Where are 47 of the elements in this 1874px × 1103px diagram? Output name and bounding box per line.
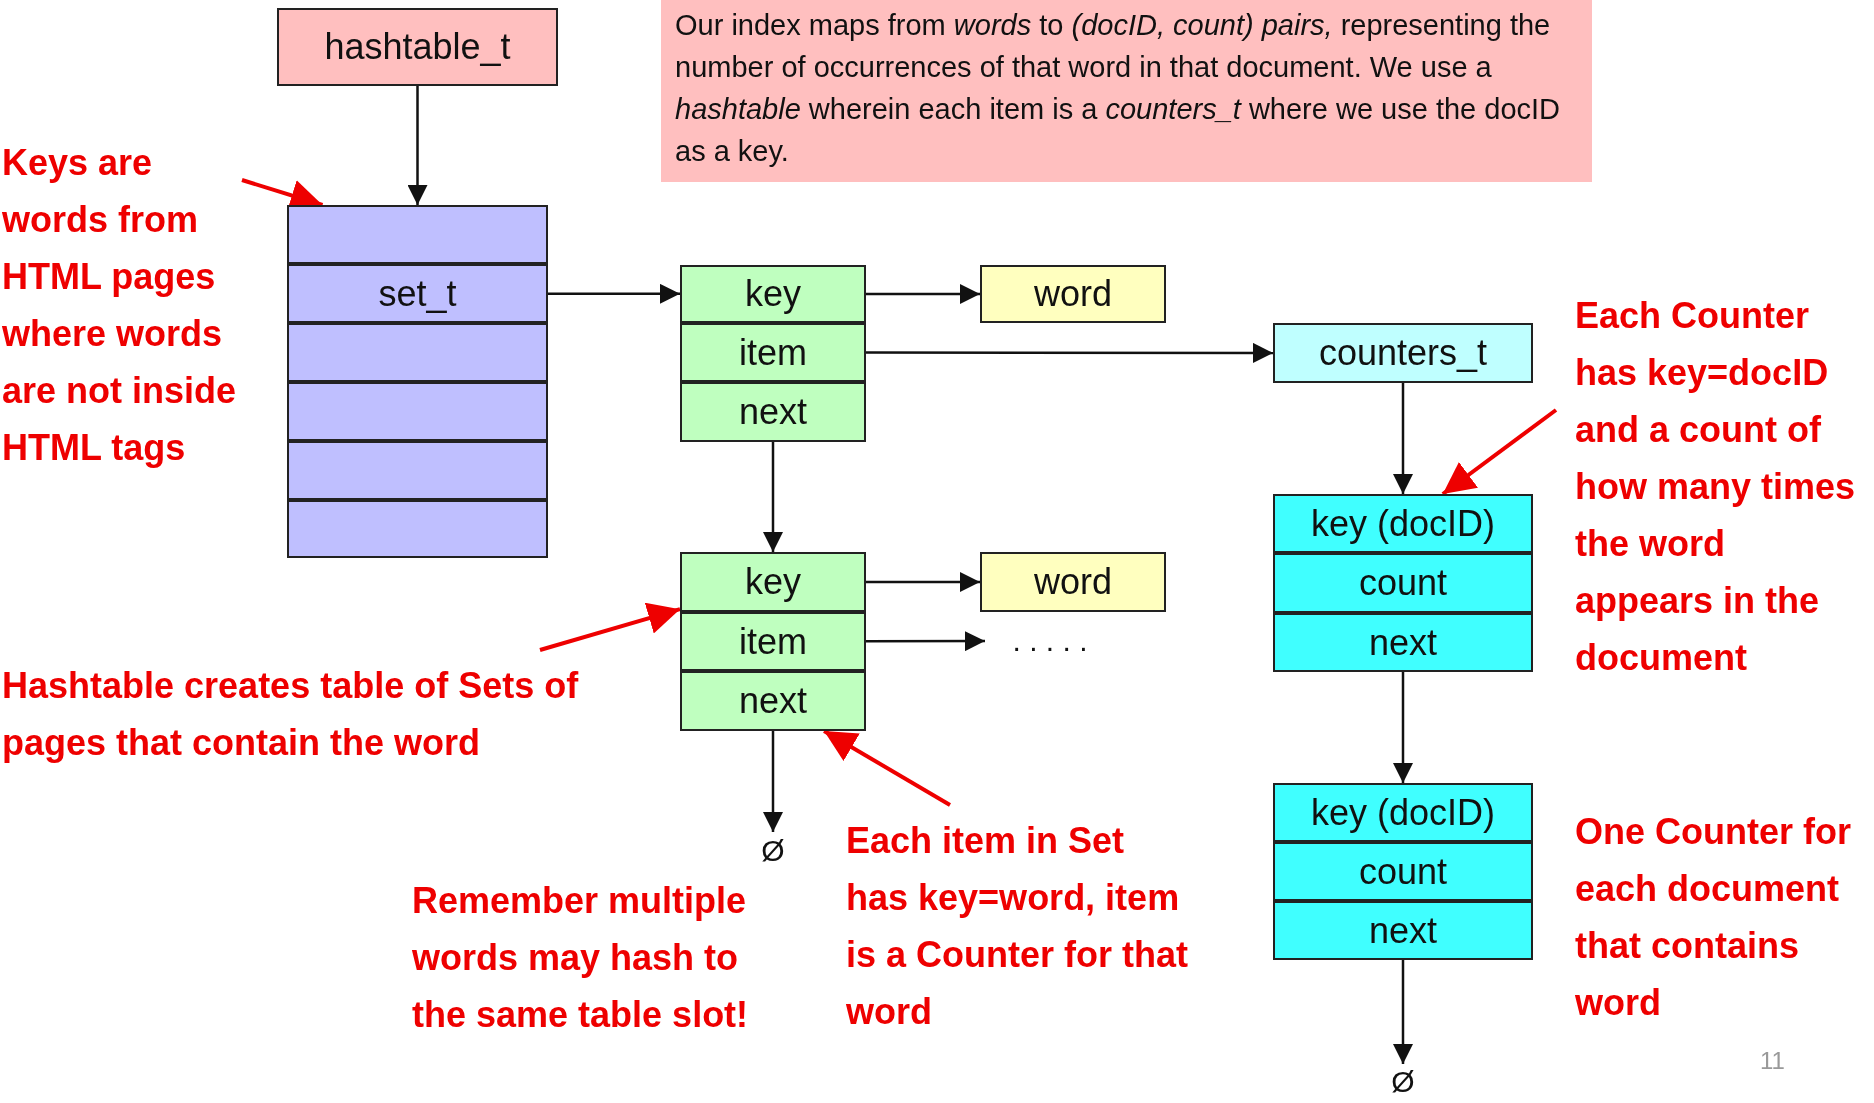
arrow: [866, 572, 980, 592]
note-text: Remember multiple words may hash to the same table slot!: [412, 879, 750, 1037]
arrow: [1393, 672, 1413, 783]
arrow: [1393, 960, 1413, 1064]
struct-box: counters_t: [1273, 323, 1533, 383]
field-cell: key: [680, 265, 866, 323]
arrow: [866, 284, 980, 304]
field-cell: key (docID): [1273, 783, 1533, 842]
field-cell: key: [680, 552, 866, 612]
leader-arrow: [539, 602, 681, 652]
annotation-text: Each item in Set has key=word, item is a Counter for that word: [846, 812, 1191, 1040]
arrow: [548, 283, 680, 304]
arrow: [763, 731, 783, 832]
arrow: [407, 86, 428, 205]
table-slot: [287, 500, 548, 558]
arrow: [866, 631, 985, 652]
null-symbol: Ø: [758, 832, 788, 870]
field-cell: key (docID): [1273, 494, 1533, 553]
note-text: One Counter for each document that contains word: [1575, 810, 1852, 1025]
value-box: word: [980, 552, 1166, 612]
field-cell: next: [1273, 613, 1533, 672]
field-cell: item: [680, 612, 866, 671]
annotation-text: Keys are words from HTML pages where words are not inside HTML tags: [2, 134, 257, 534]
table-slot: [287, 382, 548, 441]
annotation-text: Hashtable creates table of Sets of pages that contain the word: [2, 657, 627, 771]
page-number: 11: [1760, 1046, 1786, 1076]
field-cell: item: [680, 323, 866, 382]
field-cell: next: [1273, 901, 1533, 960]
table-slot: set_t: [287, 264, 548, 323]
table-slot: [287, 441, 548, 500]
arrow: [1393, 383, 1413, 494]
leader-arrow: [1441, 408, 1558, 496]
field-cell: count: [1273, 842, 1533, 901]
field-cell: next: [680, 671, 866, 731]
arrow: [763, 442, 783, 552]
table-slot: [287, 323, 548, 382]
ellipsis-text: . . . . .: [985, 626, 1115, 656]
struct-box: hashtable_t: [277, 8, 558, 86]
field-cell: count: [1273, 553, 1533, 613]
arrow: [866, 342, 1273, 363]
table-slot: [287, 205, 548, 264]
note-box: Our index maps from words to (docID, count) pairs, representing the number of occurrences of that word in that document. We use a hashtable wherein each item is a counters_t where we use the docID as a key.: [661, 0, 1592, 182]
leader-arrow: [823, 729, 951, 807]
annotation-text: Each Counter has key=docID and a count of how many times the word appears in the document: [1575, 287, 1872, 743]
field-cell: next: [680, 382, 866, 442]
value-box: word: [980, 265, 1166, 323]
null-symbol: Ø: [1388, 1064, 1418, 1100]
